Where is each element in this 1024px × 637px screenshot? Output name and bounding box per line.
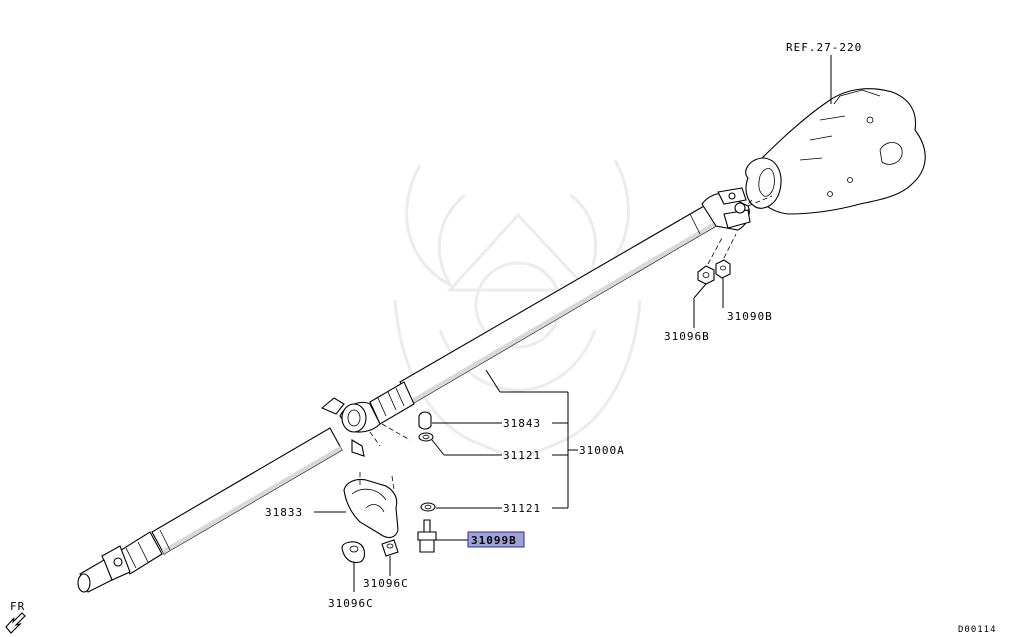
front-universal-joint [77, 531, 163, 593]
transfer-case-housing [739, 55, 926, 215]
center-fasteners [341, 411, 437, 564]
label-31000a[interactable]: 31000A [579, 444, 625, 457]
samurai-helmet-watermark [393, 159, 642, 462]
rear-fasteners [697, 233, 737, 285]
center-shaft-section [320, 381, 415, 457]
label-fr: FR [10, 600, 25, 613]
label-31121-upper[interactable]: 31121 [503, 449, 541, 462]
label-31121-lower[interactable]: 31121 [503, 502, 541, 515]
highlight-box-31099b [467, 531, 525, 548]
label-31096c-left[interactable]: 31096C [328, 597, 374, 610]
label-31833[interactable]: 31833 [265, 506, 303, 519]
label-31096b[interactable]: 31096B [664, 330, 710, 343]
diagram-code: D00114 [958, 625, 997, 635]
rear-universal-joint [701, 187, 773, 231]
rear-shaft-tube [399, 205, 717, 405]
label-ref-27-220[interactable]: REF.27-220 [786, 41, 862, 54]
label-31090b[interactable]: 31090B [727, 310, 773, 323]
center-bearing-bracket [343, 472, 399, 539]
callout-lines [314, 278, 724, 592]
label-31843[interactable]: 31843 [503, 417, 541, 430]
label-31099b[interactable]: 31099B [471, 534, 517, 547]
front-shaft-tube [151, 427, 343, 555]
front-arrow-icon [5, 612, 26, 634]
label-31096c-right[interactable]: 31096C [363, 577, 409, 590]
